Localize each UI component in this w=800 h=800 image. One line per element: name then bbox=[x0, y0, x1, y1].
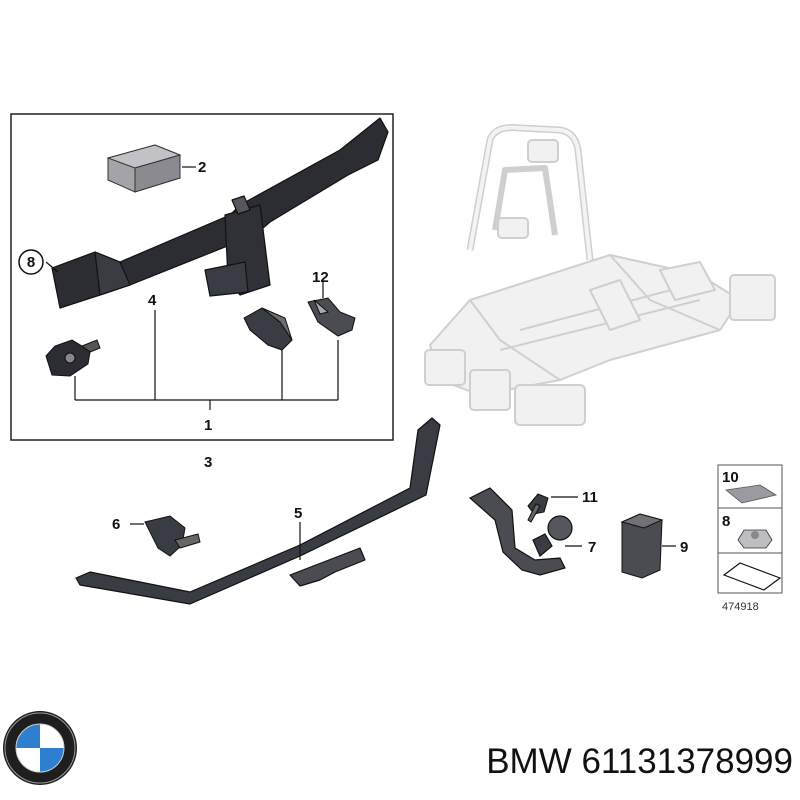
callout-4: 4 bbox=[148, 292, 157, 309]
callout-8: 8 bbox=[27, 254, 35, 271]
mounting-bracket-part bbox=[243, 307, 293, 351]
callout-1: 1 bbox=[204, 417, 212, 434]
callout-6: 6 bbox=[112, 516, 120, 533]
legend-pad-icon bbox=[725, 484, 778, 504]
tow-bar-crossbeam bbox=[51, 117, 389, 309]
clip-part-12 bbox=[307, 297, 356, 337]
bike-carrier-illustration bbox=[424, 124, 776, 426]
footer-caption: BMW 61131378999 bbox=[408, 738, 793, 786]
leader-lines bbox=[45, 166, 676, 560]
ball-hitch-part bbox=[468, 487, 573, 576]
legend-reference-number: 474918 bbox=[722, 601, 759, 613]
key-part-11 bbox=[527, 493, 549, 523]
legend-sheet-icon bbox=[722, 562, 782, 591]
bracket-clip-part bbox=[45, 339, 101, 377]
callout-2: 2 bbox=[198, 159, 206, 176]
support-bar-part bbox=[75, 417, 441, 605]
callout-7: 7 bbox=[588, 539, 596, 556]
callout-8-circle bbox=[18, 249, 44, 275]
part-number: 61131378999 bbox=[581, 742, 793, 781]
bracket-part-6 bbox=[144, 515, 201, 557]
callout-12: 12 bbox=[312, 269, 329, 286]
bmw-roundel-logo bbox=[3, 711, 77, 785]
assembly-frame bbox=[10, 113, 394, 441]
callout-5: 5 bbox=[294, 505, 302, 522]
control-module-part-9 bbox=[620, 513, 664, 579]
legend-item-8: 8 bbox=[722, 513, 730, 530]
brand-name: BMW bbox=[486, 742, 572, 781]
callout-11: 11 bbox=[582, 489, 598, 506]
legend-item-10: 10 bbox=[722, 469, 739, 486]
legend-box: 10 8 474918 bbox=[717, 464, 783, 613]
callout-9: 9 bbox=[680, 539, 688, 556]
foam-block-part bbox=[106, 144, 182, 193]
callout-3: 3 bbox=[204, 454, 212, 471]
